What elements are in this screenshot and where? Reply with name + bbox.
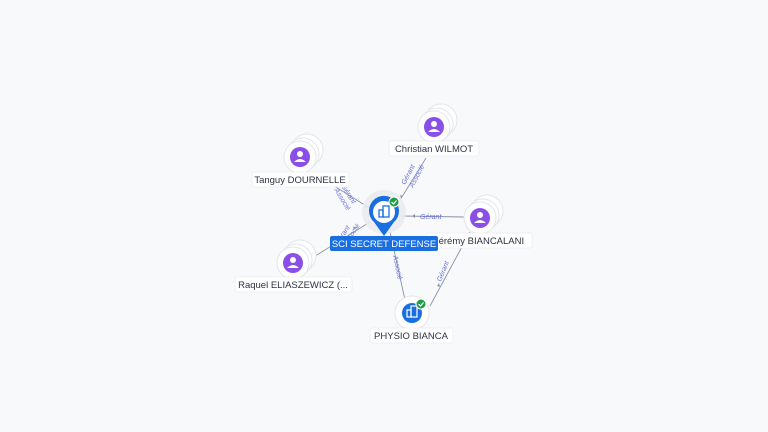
tanguy-dournelle-label: Tanguy DOURNELLE xyxy=(254,175,345,186)
node-tanguy-dournelle[interactable]: Tanguy DOURNELLE xyxy=(251,133,350,188)
edge-label-jeremy-gerant: Gérant xyxy=(420,214,442,221)
edge-label-physio-associe: Associé xyxy=(391,254,403,281)
node-jeremy-biancalani[interactable]: Jérémy BIANCALANI xyxy=(425,194,533,249)
verified-check-icon xyxy=(388,196,400,208)
physio-bianca-label: PHYSIO BIANCA xyxy=(374,331,449,342)
verified-check-icon xyxy=(415,298,427,310)
node-sci-secret-defense[interactable]: SCI SECRET DEFENSE xyxy=(330,190,438,251)
node-christian-wilmot[interactable]: Christian WILMOT xyxy=(388,103,480,157)
jeremy-biancalani-label: Jérémy BIANCALANI xyxy=(434,236,524,247)
node-physio-bianca[interactable]: PHYSIO BIANCA xyxy=(369,295,454,344)
edge-christian-center xyxy=(399,157,427,201)
raquel-eliaszewicz-label: Raquel ELIASZEWICZ (... xyxy=(238,280,348,291)
building-icon xyxy=(378,205,390,218)
christian-wilmot-label: Christian WILMOT xyxy=(395,144,473,155)
node-raquel-eliaszewicz[interactable]: Raquel ELIASZEWICZ (... xyxy=(234,239,353,293)
sci-secret-defense-label: SCI SECRET DEFENSE xyxy=(332,239,436,250)
